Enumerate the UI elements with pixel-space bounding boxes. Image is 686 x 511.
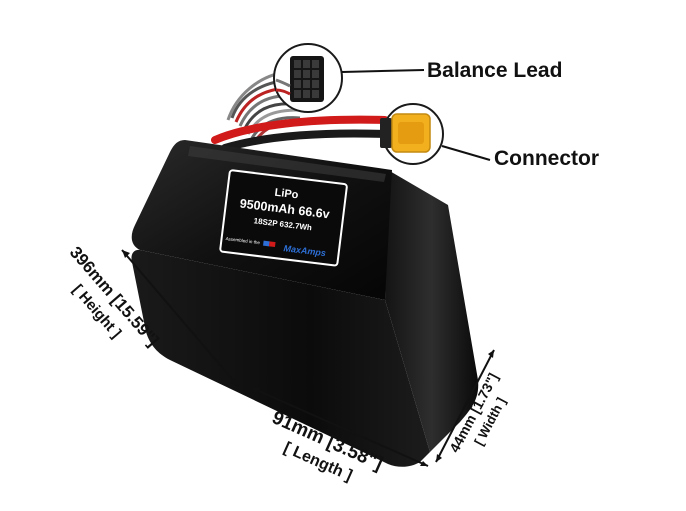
main-connector-magnifier — [380, 103, 444, 165]
connector-callout-line — [441, 145, 491, 161]
flag-icon — [263, 240, 276, 248]
balance-connector-magnifier — [273, 43, 343, 113]
balance-lead-callout-line — [341, 69, 425, 73]
label-chemistry: LiPo — [274, 187, 299, 202]
connector-label: Connector — [494, 147, 599, 170]
power-wires — [211, 115, 389, 152]
balance-lead-label: Balance Lead — [427, 59, 562, 82]
battery-highlight — [188, 146, 386, 182]
battery-side-face — [385, 170, 479, 452]
battery-label: LiPo 9500mAh 66.6v 18S2P 632.7Wh Assembl… — [219, 169, 348, 267]
label-assembled: Assembled in the — [225, 236, 260, 245]
battery-front-face — [131, 249, 430, 467]
